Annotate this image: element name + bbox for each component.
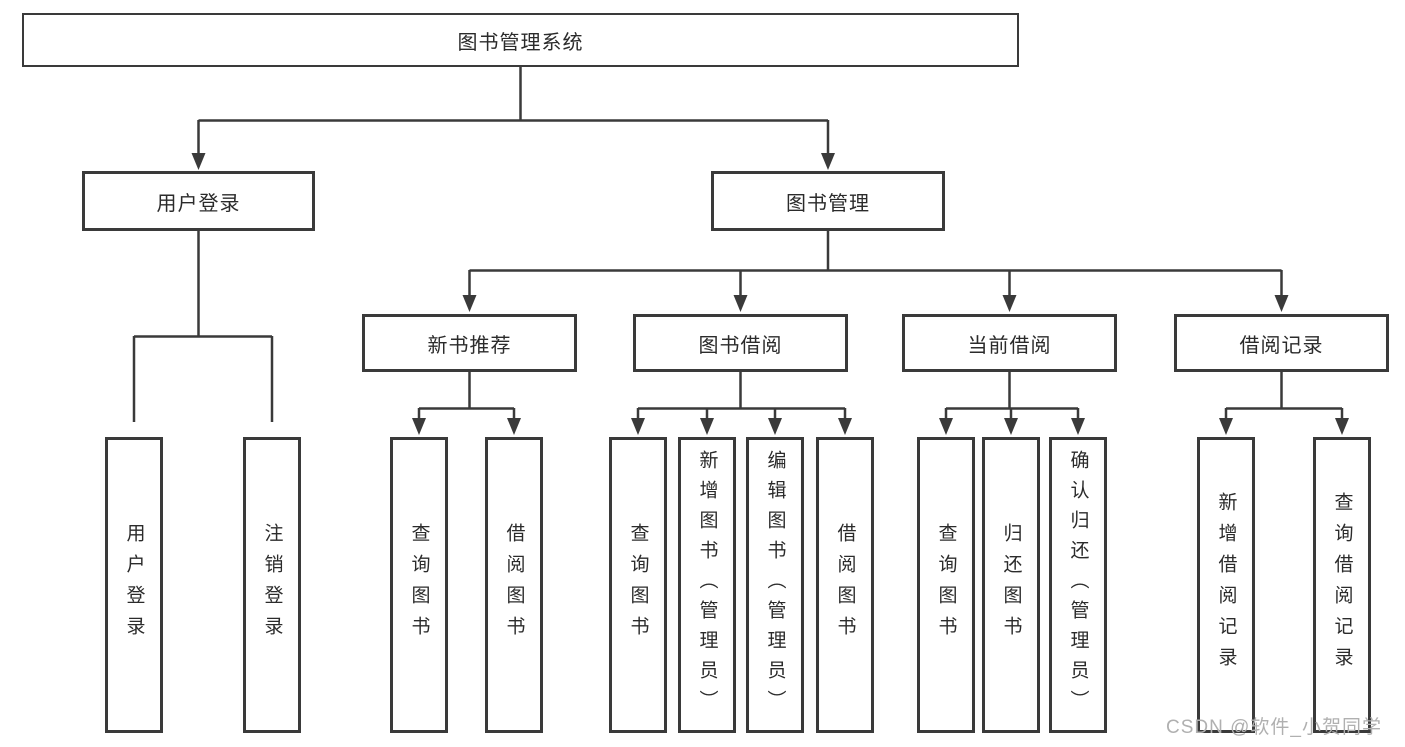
node-label: 查询借阅记录 [1331, 492, 1353, 678]
node-label: 当前借阅 [967, 334, 1052, 357]
leaf-query-borrow-record: 查询借阅记录 [1313, 437, 1371, 733]
node-label: 新增借阅记录 [1215, 492, 1237, 678]
node-label: 编辑图书（管理员） [764, 450, 786, 720]
node-label: 借阅图书 [834, 523, 856, 647]
node-new-book-recommendation: 新书推荐 [362, 314, 577, 372]
node-user-login: 用户登录 [82, 171, 315, 231]
leaf-return-books: 归还图书 [982, 437, 1040, 733]
node-label: 用户登录 [156, 192, 241, 215]
node-label: 注销登录 [261, 523, 283, 647]
node-label: 图书管理 [786, 192, 870, 215]
node-book-management: 图书管理 [711, 171, 945, 231]
connector-user-login-children [132, 231, 274, 422]
node-current-borrowing: 当前借阅 [902, 314, 1117, 372]
leaf-edit-book-admin: 编辑图书（管理员） [746, 437, 804, 733]
node-label: 新增图书（管理员） [696, 450, 718, 720]
leaf-add-borrow-record: 新增借阅记录 [1197, 437, 1255, 733]
connector-borrow-records-children [1224, 372, 1344, 422]
leaf-logout: 注销登录 [243, 437, 301, 733]
leaf-borrow-books-borrowing: 借阅图书 [816, 437, 874, 733]
leaf-query-books-borrowing: 查询图书 [609, 437, 667, 733]
node-library-management-system: 图书管理系统 [22, 13, 1019, 67]
leaf-query-books-current: 查询图书 [917, 437, 975, 733]
leaf-borrow-books-new: 借阅图书 [485, 437, 543, 733]
connector-current-borrowing-children [944, 372, 1080, 422]
connector-book-borrowing-children [636, 372, 847, 422]
leaf-user-login: 用户登录 [105, 437, 163, 733]
node-label: 借阅记录 [1239, 334, 1324, 357]
node-label: 借阅图书 [503, 523, 525, 647]
leaf-query-books-new: 查询图书 [390, 437, 448, 733]
node-book-borrowing: 图书借阅 [633, 314, 848, 372]
node-label: 归还图书 [1000, 523, 1022, 647]
node-label: 查询图书 [408, 523, 430, 647]
node-borrowing-records: 借阅记录 [1174, 314, 1389, 372]
leaf-add-book-admin: 新增图书（管理员） [678, 437, 736, 733]
node-label: 图书借阅 [698, 334, 783, 357]
leaf-confirm-return-admin: 确认归还（管理员） [1049, 437, 1107, 733]
node-label: 用户登录 [123, 523, 145, 647]
node-label: 图书管理系统 [457, 31, 584, 54]
node-label: 新书推荐 [427, 334, 512, 357]
connector-new-books-children [417, 372, 516, 422]
arrowheads [191, 153, 1349, 435]
node-label: 查询图书 [627, 523, 649, 647]
csdn-watermark: CSDN @软件_小贺同学 [1166, 717, 1382, 738]
connector-root-to-level2 [197, 66, 830, 156]
node-label: 确认归还（管理员） [1067, 450, 1089, 720]
connector-book-management-children [468, 231, 1283, 299]
node-label: 查询图书 [935, 523, 957, 647]
